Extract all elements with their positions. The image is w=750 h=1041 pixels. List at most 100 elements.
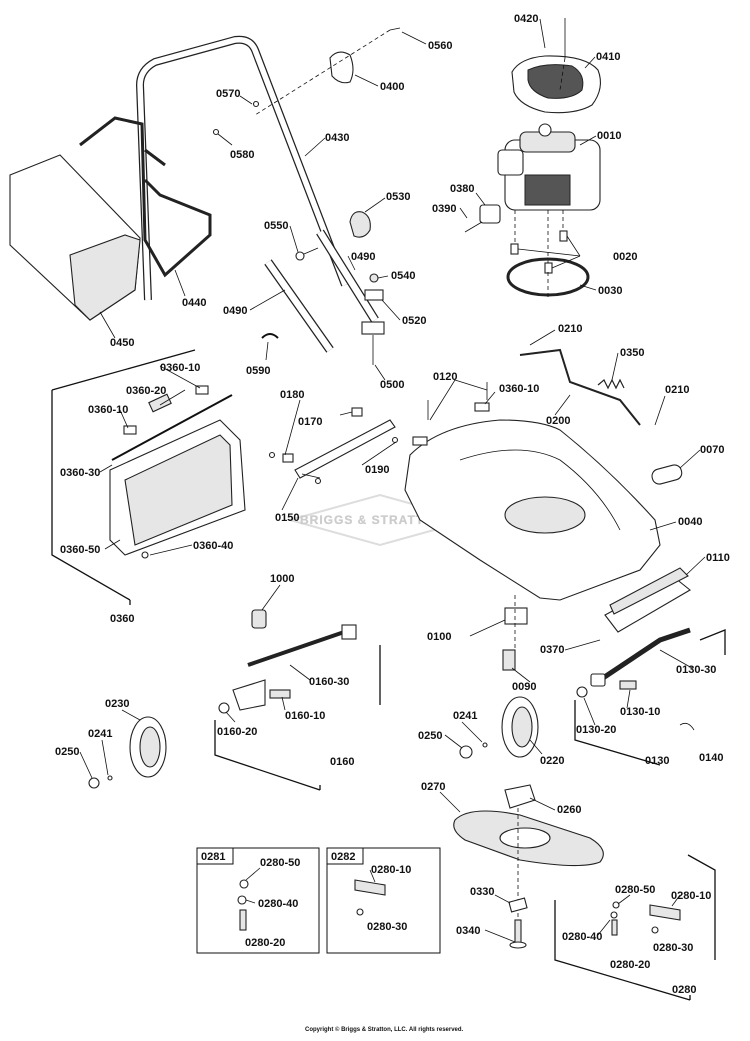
- wheels-group: [88, 696, 539, 789]
- label-0540: 0540: [391, 270, 415, 282]
- label-0530: 0530: [386, 191, 410, 203]
- label-0280-50: 0280-50: [615, 884, 655, 896]
- label-0150: 0150: [275, 512, 299, 524]
- bracket-0520b-part: [361, 321, 385, 335]
- blade-group: [453, 784, 604, 949]
- rear-axle-part: [247, 628, 351, 667]
- label-1000: 1000: [270, 573, 294, 585]
- label-0250-left: 0250: [55, 746, 79, 758]
- bracket-0100-part: [504, 607, 528, 625]
- label-0500: 0500: [380, 379, 404, 391]
- label-0570: 0570: [216, 88, 240, 100]
- bolt-0090-part: [502, 649, 516, 671]
- label-0040: 0040: [678, 516, 702, 528]
- label-0281-0280-40: 0280-40: [258, 898, 298, 910]
- label-0330: 0330: [470, 886, 494, 898]
- label-0282: 0282: [331, 851, 355, 863]
- label-0241-left: 0241: [88, 728, 112, 740]
- label-0281: 0281: [201, 851, 225, 863]
- label-0030: 0030: [598, 285, 622, 297]
- knob-0530-part: [349, 211, 371, 238]
- label-0282-0280-10: 0280-10: [371, 864, 411, 876]
- front-axle-part: [598, 627, 691, 683]
- axle-bracket-group: [268, 407, 399, 485]
- label-0220: 0220: [540, 755, 564, 767]
- label-0020: 0020: [613, 251, 637, 263]
- label-0280-30: 0280-30: [653, 942, 693, 954]
- label-0350: 0350: [620, 347, 644, 359]
- spring-0350-part: [597, 378, 625, 390]
- label-0270: 0270: [421, 781, 445, 793]
- label-0090: 0090: [512, 681, 536, 693]
- label-0210-top: 0210: [558, 323, 582, 335]
- label-0440: 0440: [182, 297, 206, 309]
- engine-group: [464, 18, 601, 300]
- deck-group: [404, 382, 691, 671]
- label-0560: 0560: [428, 40, 452, 52]
- spacer-part: [544, 262, 553, 274]
- cap-0070-part: [651, 464, 683, 485]
- label-0282-0280-30: 0280-30: [367, 921, 407, 933]
- label-0120: 0120: [433, 371, 457, 383]
- clip-0590-part: [261, 333, 279, 339]
- label-0250-right: 0250: [418, 730, 442, 742]
- lever-1000-part: [251, 609, 267, 629]
- label-0110: 0110: [706, 552, 730, 564]
- label-0490-left: 0490: [223, 305, 247, 317]
- adapter-0260-part: [504, 784, 536, 809]
- label-0100: 0100: [427, 631, 451, 643]
- label-0130-20: 0130-20: [576, 724, 616, 736]
- bracket-0520-part: [364, 289, 384, 301]
- label-0260: 0260: [557, 804, 581, 816]
- label-0520: 0520: [402, 315, 426, 327]
- label-0160-30: 0160-30: [309, 676, 349, 688]
- label-0410: 0410: [596, 51, 620, 63]
- label-0420: 0420: [514, 13, 538, 25]
- label-0130-10: 0130-10: [620, 706, 660, 718]
- block-0380-part: [479, 204, 501, 224]
- label-0230: 0230: [105, 698, 129, 710]
- label-0580: 0580: [230, 149, 254, 161]
- label-0070: 0070: [700, 444, 724, 456]
- label-0370: 0370: [540, 644, 564, 656]
- label-0360-10-deck: 0360-10: [499, 383, 539, 395]
- copyright-notice: Copyright © Briggs & Stratton, LLC. All …: [305, 1026, 464, 1033]
- label-0430: 0430: [325, 132, 349, 144]
- label-0280: 0280: [672, 984, 696, 996]
- label-0241-right: 0241: [453, 710, 477, 722]
- handle-group: [135, 27, 401, 365]
- label-0170: 0170: [298, 416, 322, 428]
- label-0340: 0340: [456, 925, 480, 937]
- nut-0540-part: [369, 273, 379, 283]
- label-0360-30: 0360-30: [60, 467, 100, 479]
- label-0010: 0010: [597, 130, 621, 142]
- spacer-part: [510, 243, 519, 255]
- label-0280-10: 0280-10: [671, 890, 711, 902]
- label-0360-40: 0360-40: [193, 540, 233, 552]
- label-0130-30: 0130-30: [676, 664, 716, 676]
- part-labels: 0420 0410 0010 0380 0390 0020 0030 0560 …: [55, 13, 730, 996]
- cover-grill-part: [527, 64, 584, 99]
- axle-bar-0150-part: [294, 419, 396, 479]
- label-0490-right: 0490: [351, 251, 375, 263]
- label-0130: 0130: [645, 755, 669, 767]
- leader-lines: [79, 18, 706, 943]
- label-0280-20: 0280-20: [610, 959, 650, 971]
- label-0160-20: 0160-20: [217, 726, 257, 738]
- label-0180: 0180: [280, 389, 304, 401]
- cable-clip-0400-part: [329, 51, 354, 84]
- grass-bag-group: [9, 116, 212, 321]
- label-0210-right: 0210: [665, 384, 689, 396]
- kit-bracket-0280: [554, 854, 716, 1001]
- label-0140: 0140: [699, 752, 723, 764]
- label-0190: 0190: [365, 464, 389, 476]
- label-0360-20: 0360-20: [126, 385, 166, 397]
- rod-0200-part: [519, 348, 641, 426]
- rear-axle-group: [214, 609, 381, 791]
- label-0160-10: 0160-10: [285, 710, 325, 722]
- label-0360-50: 0360-50: [60, 544, 100, 556]
- label-0400: 0400: [380, 81, 404, 93]
- label-0390: 0390: [432, 203, 456, 215]
